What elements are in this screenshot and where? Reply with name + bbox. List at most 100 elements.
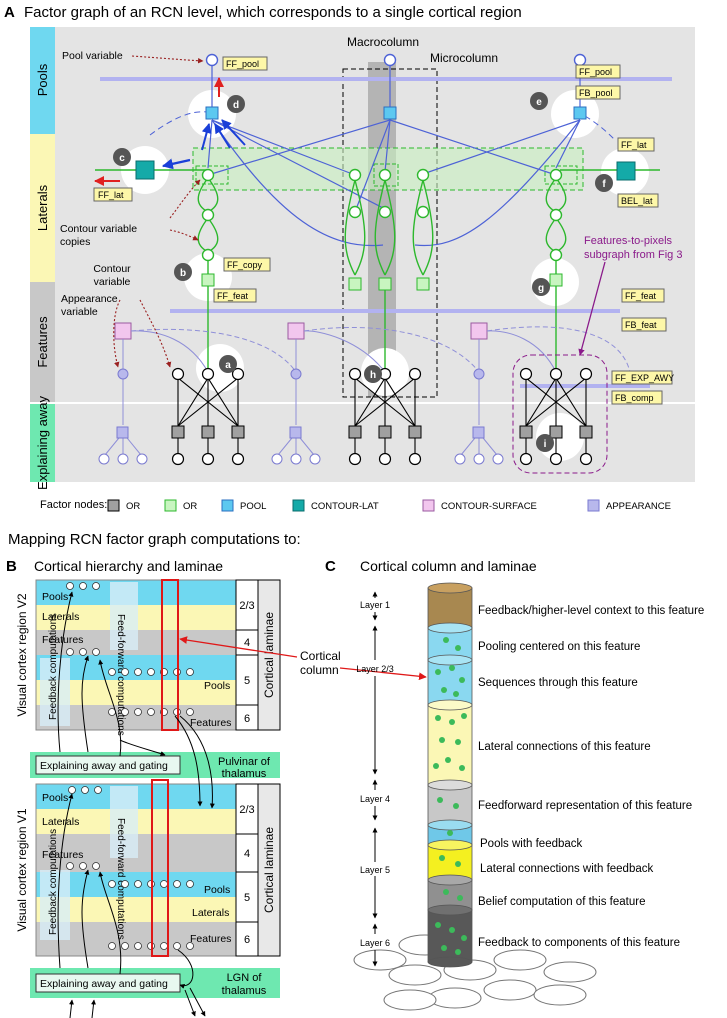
panel-c: C Cortical column and laminae	[325, 558, 704, 1011]
svg-text:4: 4	[244, 637, 250, 649]
svg-text:i: i	[544, 439, 547, 450]
svg-text:BEL_lat: BEL_lat	[621, 196, 653, 206]
laminae-v1: 2/3 4 5 6 Cortical laminae	[235, 783, 281, 957]
svg-text:2/3: 2/3	[239, 600, 254, 612]
svg-text:Layer 2/3: Layer 2/3	[356, 664, 394, 674]
svg-text:g: g	[538, 283, 544, 294]
explaining-label-v2: Explaining away and gating	[40, 760, 168, 772]
svg-text:a: a	[225, 360, 231, 371]
band-label-explaining: Explaining away	[35, 396, 50, 490]
svg-text:FB_comp: FB_comp	[615, 393, 654, 403]
tag-ff-pool-2: FF_pool	[575, 64, 621, 79]
marker-f: f	[595, 174, 613, 192]
svg-text:2/3: 2/3	[239, 804, 254, 816]
svg-text:Layer 5: Layer 5	[360, 865, 390, 875]
pulvinar-label-1: Pulvinar of	[218, 756, 271, 768]
layer-descriptions: Feedback/higher-level context to this fe…	[478, 605, 704, 949]
f2p-arrow	[578, 261, 606, 356]
lateral-blue-arrow	[161, 158, 191, 170]
svg-text:CONTOUR-LAT: CONTOUR-LAT	[311, 501, 379, 512]
mapping-title: Mapping RCN factor graph computations to…	[8, 531, 301, 548]
svg-text:Layer 6: Layer 6	[360, 938, 390, 948]
contour-lat-factors	[135, 160, 636, 181]
svg-text:Layer 4: Layer 4	[360, 794, 390, 804]
panel-a: A Factor graph of an RCN level, which co…	[4, 4, 695, 512]
pool-variable-label: Pool variable	[62, 50, 123, 62]
svg-text:Pools: Pools	[204, 680, 230, 692]
legend-item-contour-surface: CONTOUR-SURFACE	[422, 499, 537, 512]
macrocolumn-label: Macrocolumn	[347, 35, 419, 49]
band-label-pools: Pools	[35, 63, 50, 96]
svg-text:Cortical laminae: Cortical laminae	[262, 612, 276, 698]
svg-text:h: h	[370, 370, 376, 381]
tag-fb-comp: FB_comp	[611, 390, 663, 405]
panel-b-title: Cortical hierarchy and laminae	[34, 558, 223, 574]
svg-text:5: 5	[244, 675, 250, 687]
pool-factors	[205, 106, 587, 120]
marker-c: c	[113, 148, 131, 166]
svg-text:OR: OR	[126, 501, 140, 512]
flow-arrows	[57, 591, 215, 1018]
pool-links	[207, 62, 581, 247]
appearance-nodes	[116, 368, 485, 439]
svg-text:b: b	[180, 268, 186, 279]
svg-text:FB_pool: FB_pool	[579, 88, 613, 98]
svg-text:POOL: POOL	[240, 501, 266, 512]
legend-item-or-green: OR	[164, 499, 197, 512]
svg-text:Pools with feedback: Pools with feedback	[480, 838, 583, 850]
svg-text:FB_feat: FB_feat	[625, 320, 657, 330]
legend-item-contour-lat: CONTOUR-LAT	[292, 499, 379, 512]
tag-ff-exp-awy: FF_EXP_AWY	[611, 370, 674, 385]
svg-text:Belief computation of this fea: Belief computation of this feature	[478, 896, 646, 908]
appearance-variable-label-1: Appearance	[61, 293, 118, 305]
svg-text:Feed-forward computations: Feed-forward computations	[115, 818, 126, 940]
svg-text:5: 5	[244, 892, 250, 904]
panel-b-letter: B	[6, 558, 17, 575]
marker-i: i	[536, 434, 554, 452]
pool-dashed-left	[149, 111, 208, 136]
svg-text:Pools: Pools	[42, 591, 68, 603]
row-labels-v2: Pools Laterals Features Pools Features	[42, 591, 231, 729]
contour-copies-label-2: copies	[60, 236, 90, 248]
explaining-box-v2	[35, 755, 181, 775]
svg-text:FF_lat: FF_lat	[621, 140, 647, 150]
marker-b: b	[174, 263, 192, 281]
lgn-label-2: thalamus	[222, 985, 267, 997]
contour-copies-label-1: Contour variable	[60, 223, 137, 235]
layer-labels: Layer 1 Layer 2/3 Layer 4 Layer 5 Layer …	[356, 600, 394, 948]
svg-text:Features: Features	[42, 849, 83, 861]
cortical-column-label-1: Cortical	[300, 649, 341, 663]
lateral-box	[192, 147, 584, 191]
lgn-label-1: LGN of	[227, 972, 263, 984]
legend-item-or-gray: OR	[107, 499, 140, 512]
explaining-box-v1	[35, 973, 181, 993]
feature-bar	[170, 309, 620, 313]
cortical-column-label-2: column	[300, 663, 339, 677]
svg-text:Feedback to components of this: Feedback to components of this feature	[478, 937, 680, 949]
pulvinar-label-2: thalamus	[222, 768, 267, 780]
svg-text:Feedforward representation of: Feedforward representation of this featu…	[478, 800, 692, 812]
tag-fb-pool: FB_pool	[575, 85, 621, 100]
svg-text:APPEARANCE: APPEARANCE	[606, 501, 671, 512]
tag-ff-feat-right: FF_feat	[621, 288, 665, 303]
svg-text:Feedback computations: Feedback computations	[48, 829, 59, 935]
macrocolumn-box	[342, 68, 438, 398]
region-v1-label: Visual cortex region V1	[15, 808, 29, 932]
svg-text:OR: OR	[183, 501, 197, 512]
svg-text:FF_pool: FF_pool	[579, 67, 612, 77]
green-or-factors	[201, 273, 563, 291]
band-pools	[30, 27, 55, 134]
svg-text:Pools: Pools	[204, 884, 230, 896]
svg-text:Laterals: Laterals	[42, 611, 79, 623]
pool-blue-arrow-1	[214, 123, 231, 149]
callout-to-b	[179, 636, 298, 658]
svg-text:6: 6	[244, 713, 250, 725]
tag-ff-copy: FF_copy	[223, 257, 271, 272]
row-labels-v1: Pools Laterals Features Pools Laterals F…	[42, 792, 231, 945]
pool-blue-arrow-2	[221, 119, 246, 146]
annotation-arrows	[113, 55, 204, 368]
f2p-label-2: subgraph from Fig 3	[584, 249, 682, 261]
svg-text:d: d	[233, 100, 239, 111]
region-v2-label: Visual cortex region V2	[15, 593, 29, 717]
